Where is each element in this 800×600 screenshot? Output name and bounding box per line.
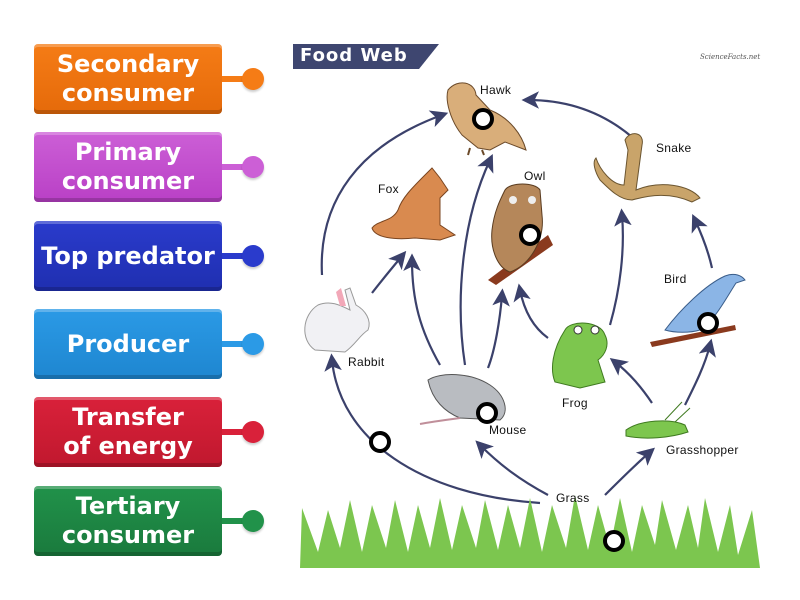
label-text-line: Top predator (41, 241, 215, 270)
label-grass: Grass (556, 491, 590, 505)
fox-illustration (371, 167, 457, 241)
arrow-rabbit-fox (371, 250, 407, 294)
label-tile[interactable]: Top predator (34, 221, 222, 291)
label-mouse: Mouse (489, 423, 527, 437)
label-connector (222, 76, 246, 82)
label-drag-handle[interactable] (242, 245, 264, 267)
arrow-mouse-fox (403, 253, 441, 366)
label-snake: Snake (656, 141, 692, 155)
brand-logo: ScienceFacts.net (700, 53, 761, 61)
label-connector (222, 429, 246, 435)
hotspot-arrow[interactable] (369, 431, 391, 453)
diagram-title: Food Web (300, 45, 408, 66)
label-text: Producer (67, 330, 190, 359)
label-drag-handle[interactable] (242, 156, 264, 178)
hotspot-mouse[interactable] (476, 402, 498, 424)
arrow-mouse-hawk (459, 154, 494, 366)
rabbit-illustration (304, 287, 370, 353)
label-drag-handle[interactable] (242, 421, 264, 443)
hotspot-bird[interactable] (697, 312, 719, 334)
label-text-line: Secondary (56, 50, 200, 78)
arrow-grasshopper-frog (609, 357, 653, 404)
label-drag-handle[interactable] (242, 510, 264, 532)
label-tile[interactable]: Producer (34, 309, 222, 379)
arrow-rabbit-hawk (320, 110, 449, 276)
arrow-grass-rabbit (324, 353, 541, 505)
label-connector (222, 341, 246, 347)
hotspot-grass[interactable] (603, 530, 625, 552)
label-drag-handle[interactable] (242, 68, 264, 90)
label-text: Top predator (41, 242, 215, 271)
arrow-mouse-owl (486, 288, 510, 369)
label-connector (222, 164, 246, 170)
snake-illustration (593, 133, 701, 203)
arrow-frog-owl (513, 283, 549, 339)
label-frog: Frog (562, 396, 588, 410)
food-web-diagram (300, 82, 760, 568)
arrow-snake-hawk (521, 91, 633, 138)
label-text-line: Producer (66, 329, 190, 358)
grass-illustration (300, 495, 760, 568)
label-connector (222, 253, 246, 259)
label-text-line: of energy (63, 432, 193, 460)
energy-arrows (320, 91, 716, 505)
owl-illustration (488, 183, 553, 285)
title-banner (293, 44, 439, 69)
label-grasshopper: Grasshopper (666, 443, 739, 457)
label-connector (222, 518, 246, 524)
label-owl: Owl (524, 169, 546, 183)
label-text-line: consumer (61, 167, 195, 195)
label-hawk: Hawk (480, 83, 512, 97)
grasshopper-illustration (625, 401, 691, 439)
arrow-grasshopper-bird (684, 338, 716, 406)
label-bird: Bird (664, 272, 687, 286)
label-drag-handle[interactable] (242, 333, 264, 355)
frog-illustration (552, 322, 608, 389)
hotspot-owl[interactable] (519, 224, 541, 246)
arrow-bird-snake (691, 214, 714, 269)
arrow-grass-grasshopper (604, 447, 655, 496)
label-text-line: consumer (61, 79, 195, 107)
hotspot-hawk[interactable] (472, 108, 494, 130)
label-rabbit: Rabbit (348, 355, 385, 369)
label-text-line: Tertiary (75, 492, 181, 520)
label-fox: Fox (378, 182, 399, 196)
label-text-line: consumer (61, 521, 195, 549)
label-text-line: Transfer (72, 403, 184, 431)
arrow-grass-mouse (475, 440, 549, 496)
label-text-line: Primary (74, 138, 182, 166)
arrow-frog-snake (608, 208, 632, 326)
